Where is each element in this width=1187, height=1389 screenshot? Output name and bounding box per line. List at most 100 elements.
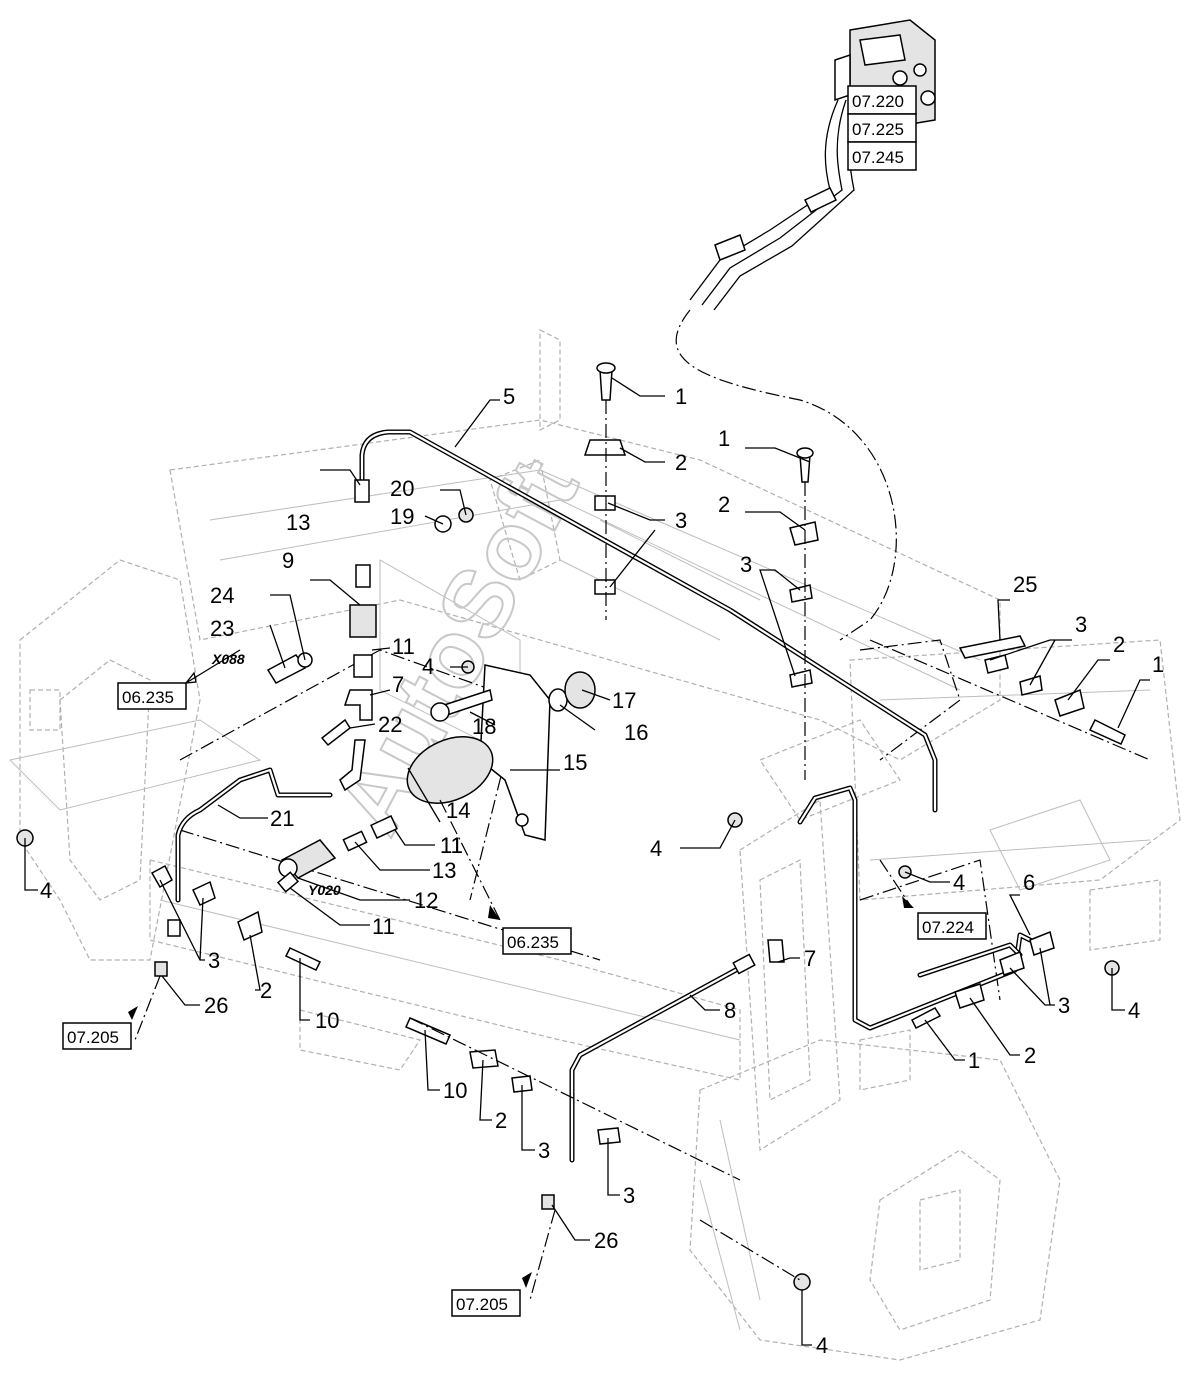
pipe-6b bbox=[917, 942, 1023, 978]
clamp-3-lr bbox=[999, 950, 1025, 976]
reference-box-07-220: 07.220 bbox=[847, 85, 917, 115]
adapter-9 bbox=[349, 604, 377, 638]
callout-4-mid: 4 bbox=[650, 836, 662, 861]
callout-20: 20 bbox=[390, 476, 414, 501]
callout-26-center: 26 bbox=[594, 1228, 618, 1253]
callout-3-right: 3 bbox=[740, 552, 752, 577]
routing-line-valve bbox=[675, 309, 897, 641]
reference-box-06-235-left: 06.235 bbox=[117, 649, 241, 710]
reference-box-07-224: 07.224 bbox=[902, 896, 987, 940]
callout-25: 25 bbox=[1013, 572, 1037, 597]
bolt-1-far-right bbox=[1088, 718, 1126, 745]
clamp-3-lr-b bbox=[1029, 930, 1055, 956]
tee-7-lower bbox=[767, 939, 785, 963]
callout-24: 24 bbox=[210, 583, 234, 608]
hose-22b bbox=[339, 739, 366, 792]
reference-box-07-245: 07.245 bbox=[847, 141, 917, 171]
callout-15: 15 bbox=[563, 750, 587, 775]
pipe-8 bbox=[569, 962, 748, 1163]
clamp-3-right-b bbox=[789, 669, 813, 688]
tee-7-upper bbox=[343, 689, 373, 721]
bolt-1-top bbox=[599, 369, 613, 401]
clamp-3-far-right-b bbox=[1019, 675, 1043, 696]
callout-10-center: 10 bbox=[443, 1078, 467, 1103]
callout-4-far-right: 4 bbox=[1128, 998, 1140, 1023]
callout-13-mid: 13 bbox=[432, 858, 456, 883]
bolt-10-left bbox=[284, 947, 322, 971]
callout-8: 8 bbox=[724, 998, 736, 1023]
callout-3-lr: 3 bbox=[1058, 993, 1070, 1018]
fitting-11-upper bbox=[353, 654, 373, 678]
pipe-6 bbox=[797, 785, 1033, 1031]
svg-text:07.224: 07.224 bbox=[922, 918, 974, 937]
callout-13-top: 13 bbox=[286, 510, 310, 535]
clamp-3-center-b bbox=[597, 1127, 621, 1145]
callout-1-top: 1 bbox=[675, 384, 687, 409]
part-callouts: 1 2 3 5 1 2 3 20 19 13 9 24 23 11 7 4 17… bbox=[40, 384, 1164, 1358]
callout-4-bottom: 4 bbox=[816, 1333, 828, 1358]
callout-3-far-right: 3 bbox=[1075, 612, 1087, 637]
svg-text:06.235: 06.235 bbox=[122, 688, 174, 707]
clamp-2-right bbox=[789, 521, 819, 546]
callout-9: 9 bbox=[282, 548, 294, 573]
callout-3-center: 3 bbox=[538, 1138, 550, 1163]
callout-11-mid: 11 bbox=[440, 833, 463, 858]
callout-14: 14 bbox=[446, 798, 470, 823]
callout-7-top: 7 bbox=[392, 672, 404, 697]
callout-6: 6 bbox=[1023, 870, 1035, 895]
callout-17: 17 bbox=[612, 688, 636, 713]
bolt-1-lr bbox=[910, 1007, 942, 1030]
svg-text:07.245: 07.245 bbox=[852, 148, 904, 167]
routing-line-right-lower bbox=[859, 859, 1001, 1001]
fitting-11-mid bbox=[370, 815, 398, 839]
routing-line-bracket bbox=[179, 649, 521, 901]
callout-2-far-right: 2 bbox=[1113, 632, 1125, 657]
accumulator-14 bbox=[406, 736, 494, 804]
fitting-26-left-a bbox=[167, 919, 181, 937]
clamp-3-center bbox=[511, 1075, 533, 1093]
fitting-13-mid bbox=[342, 830, 368, 852]
clamp-2-left bbox=[237, 910, 263, 942]
callout-19: 19 bbox=[390, 504, 414, 529]
callout-1-lr: 1 bbox=[968, 1048, 980, 1073]
clamp-2-lr bbox=[954, 983, 985, 1009]
callout-2-center: 2 bbox=[495, 1108, 507, 1133]
clamp-3-top bbox=[594, 495, 616, 511]
svg-text:07.220: 07.220 bbox=[852, 92, 904, 111]
fitting-26-left bbox=[154, 961, 168, 977]
callout-2-top: 2 bbox=[675, 450, 687, 475]
callout-23: 23 bbox=[210, 616, 234, 641]
callout-2-left: 2 bbox=[260, 978, 272, 1003]
callout-11-mid-b: 11 bbox=[440, 833, 463, 858]
leader-lines bbox=[24, 377, 1150, 1346]
callout-4-left: 4 bbox=[40, 878, 52, 903]
tractor-frame-outline bbox=[8, 329, 1181, 1361]
callout-11-top: 11 bbox=[392, 634, 415, 659]
svg-text:07.205: 07.205 bbox=[456, 1295, 508, 1314]
callout-21: 21 bbox=[270, 806, 294, 831]
reference-box-07-205-bottom: 07.205 bbox=[451, 1272, 532, 1317]
callout-5: 5 bbox=[503, 384, 515, 409]
damper-17 bbox=[564, 671, 596, 709]
callout-1-far-right: 1 bbox=[1152, 652, 1164, 677]
svg-text:06.235: 06.235 bbox=[507, 933, 559, 952]
callout-1-right: 1 bbox=[718, 426, 730, 451]
fitting-13-upper bbox=[354, 479, 371, 588]
reference-box-07-225: 07.225 bbox=[847, 113, 917, 143]
callout-2-right: 2 bbox=[718, 492, 730, 517]
connector-label-x088: X088 bbox=[211, 651, 245, 667]
plate-25 bbox=[958, 635, 1027, 659]
reference-box-07-205-left: 07.205 bbox=[62, 1006, 138, 1050]
callout-26-left: 26 bbox=[204, 993, 228, 1018]
pipe-21 bbox=[175, 767, 333, 903]
connector-23 bbox=[266, 654, 307, 684]
clamp-3-right bbox=[789, 584, 813, 603]
pipe-5 bbox=[359, 429, 938, 813]
callout-3-left: 3 bbox=[208, 948, 220, 973]
callout-12: 12 bbox=[414, 888, 438, 913]
callout-4-upper: 4 bbox=[422, 654, 434, 679]
fitting-11-lower bbox=[276, 871, 300, 893]
callout-3-top: 3 bbox=[675, 508, 687, 533]
callout-18: 18 bbox=[472, 714, 496, 739]
